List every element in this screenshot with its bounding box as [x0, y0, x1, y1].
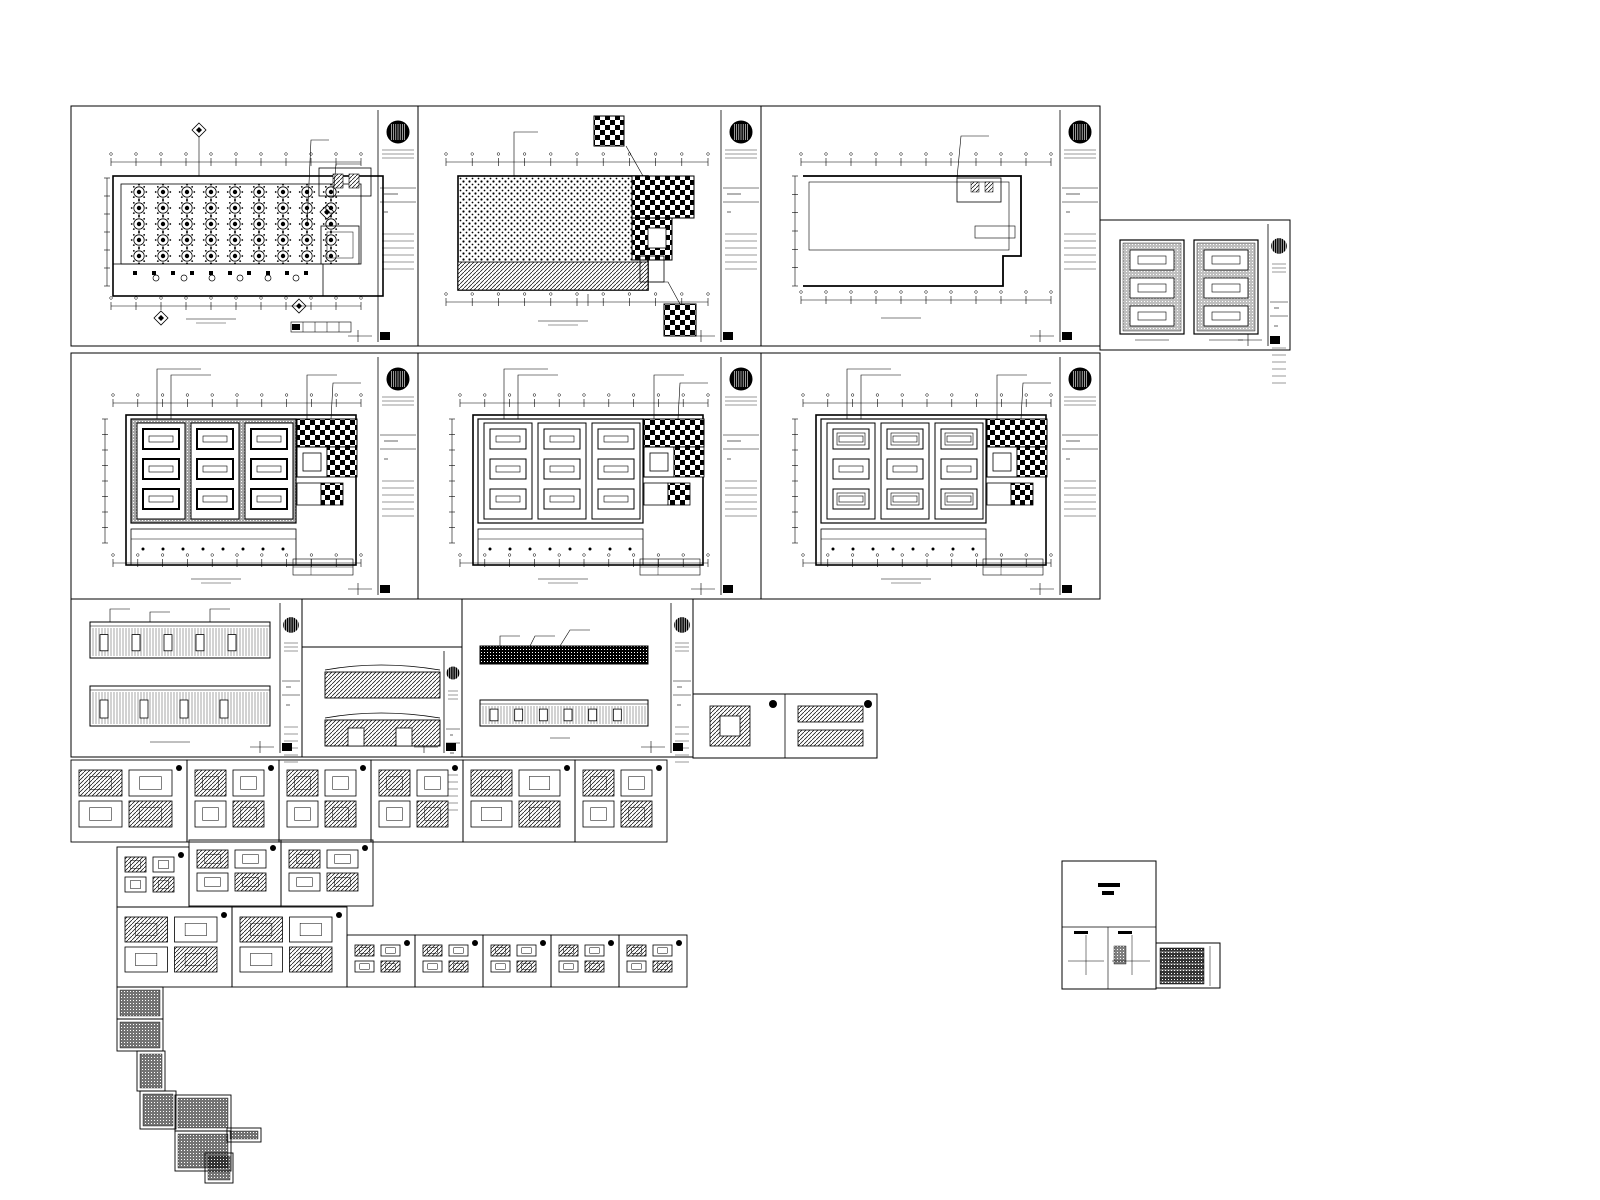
sheet-logo-icon [1068, 367, 1092, 391]
sheet-logo-icon [386, 367, 410, 391]
sheet-index [1155, 942, 1221, 989]
sheet-elevation-c [461, 598, 694, 763]
sheet-logo-icon [729, 120, 753, 144]
sheet-elevation-d [692, 693, 878, 759]
sheet-logo-icon [729, 367, 753, 391]
sheet-logo-icon [283, 617, 299, 633]
sheet-plan-empty [760, 105, 1101, 347]
sheet-logo-icon [1068, 120, 1092, 144]
sheet-logo-icon [446, 665, 460, 681]
sheet-logo-icon [674, 617, 690, 633]
sheet-ceiling-a [70, 352, 419, 600]
sheet-plan-furniture [70, 105, 419, 347]
sheet-logo-icon [1271, 238, 1287, 254]
sheet-cover [1061, 860, 1157, 990]
sheet-ceiling-b [417, 352, 762, 600]
sheet-ceiling-c [760, 352, 1101, 600]
sheet-logo-icon [386, 120, 410, 144]
sheet-plan-floor [417, 105, 762, 347]
detail-sheets-cluster [70, 759, 688, 1184]
sheet-small-ceiling-pair [1099, 219, 1291, 384]
sheet-elevation-a [70, 598, 303, 763]
